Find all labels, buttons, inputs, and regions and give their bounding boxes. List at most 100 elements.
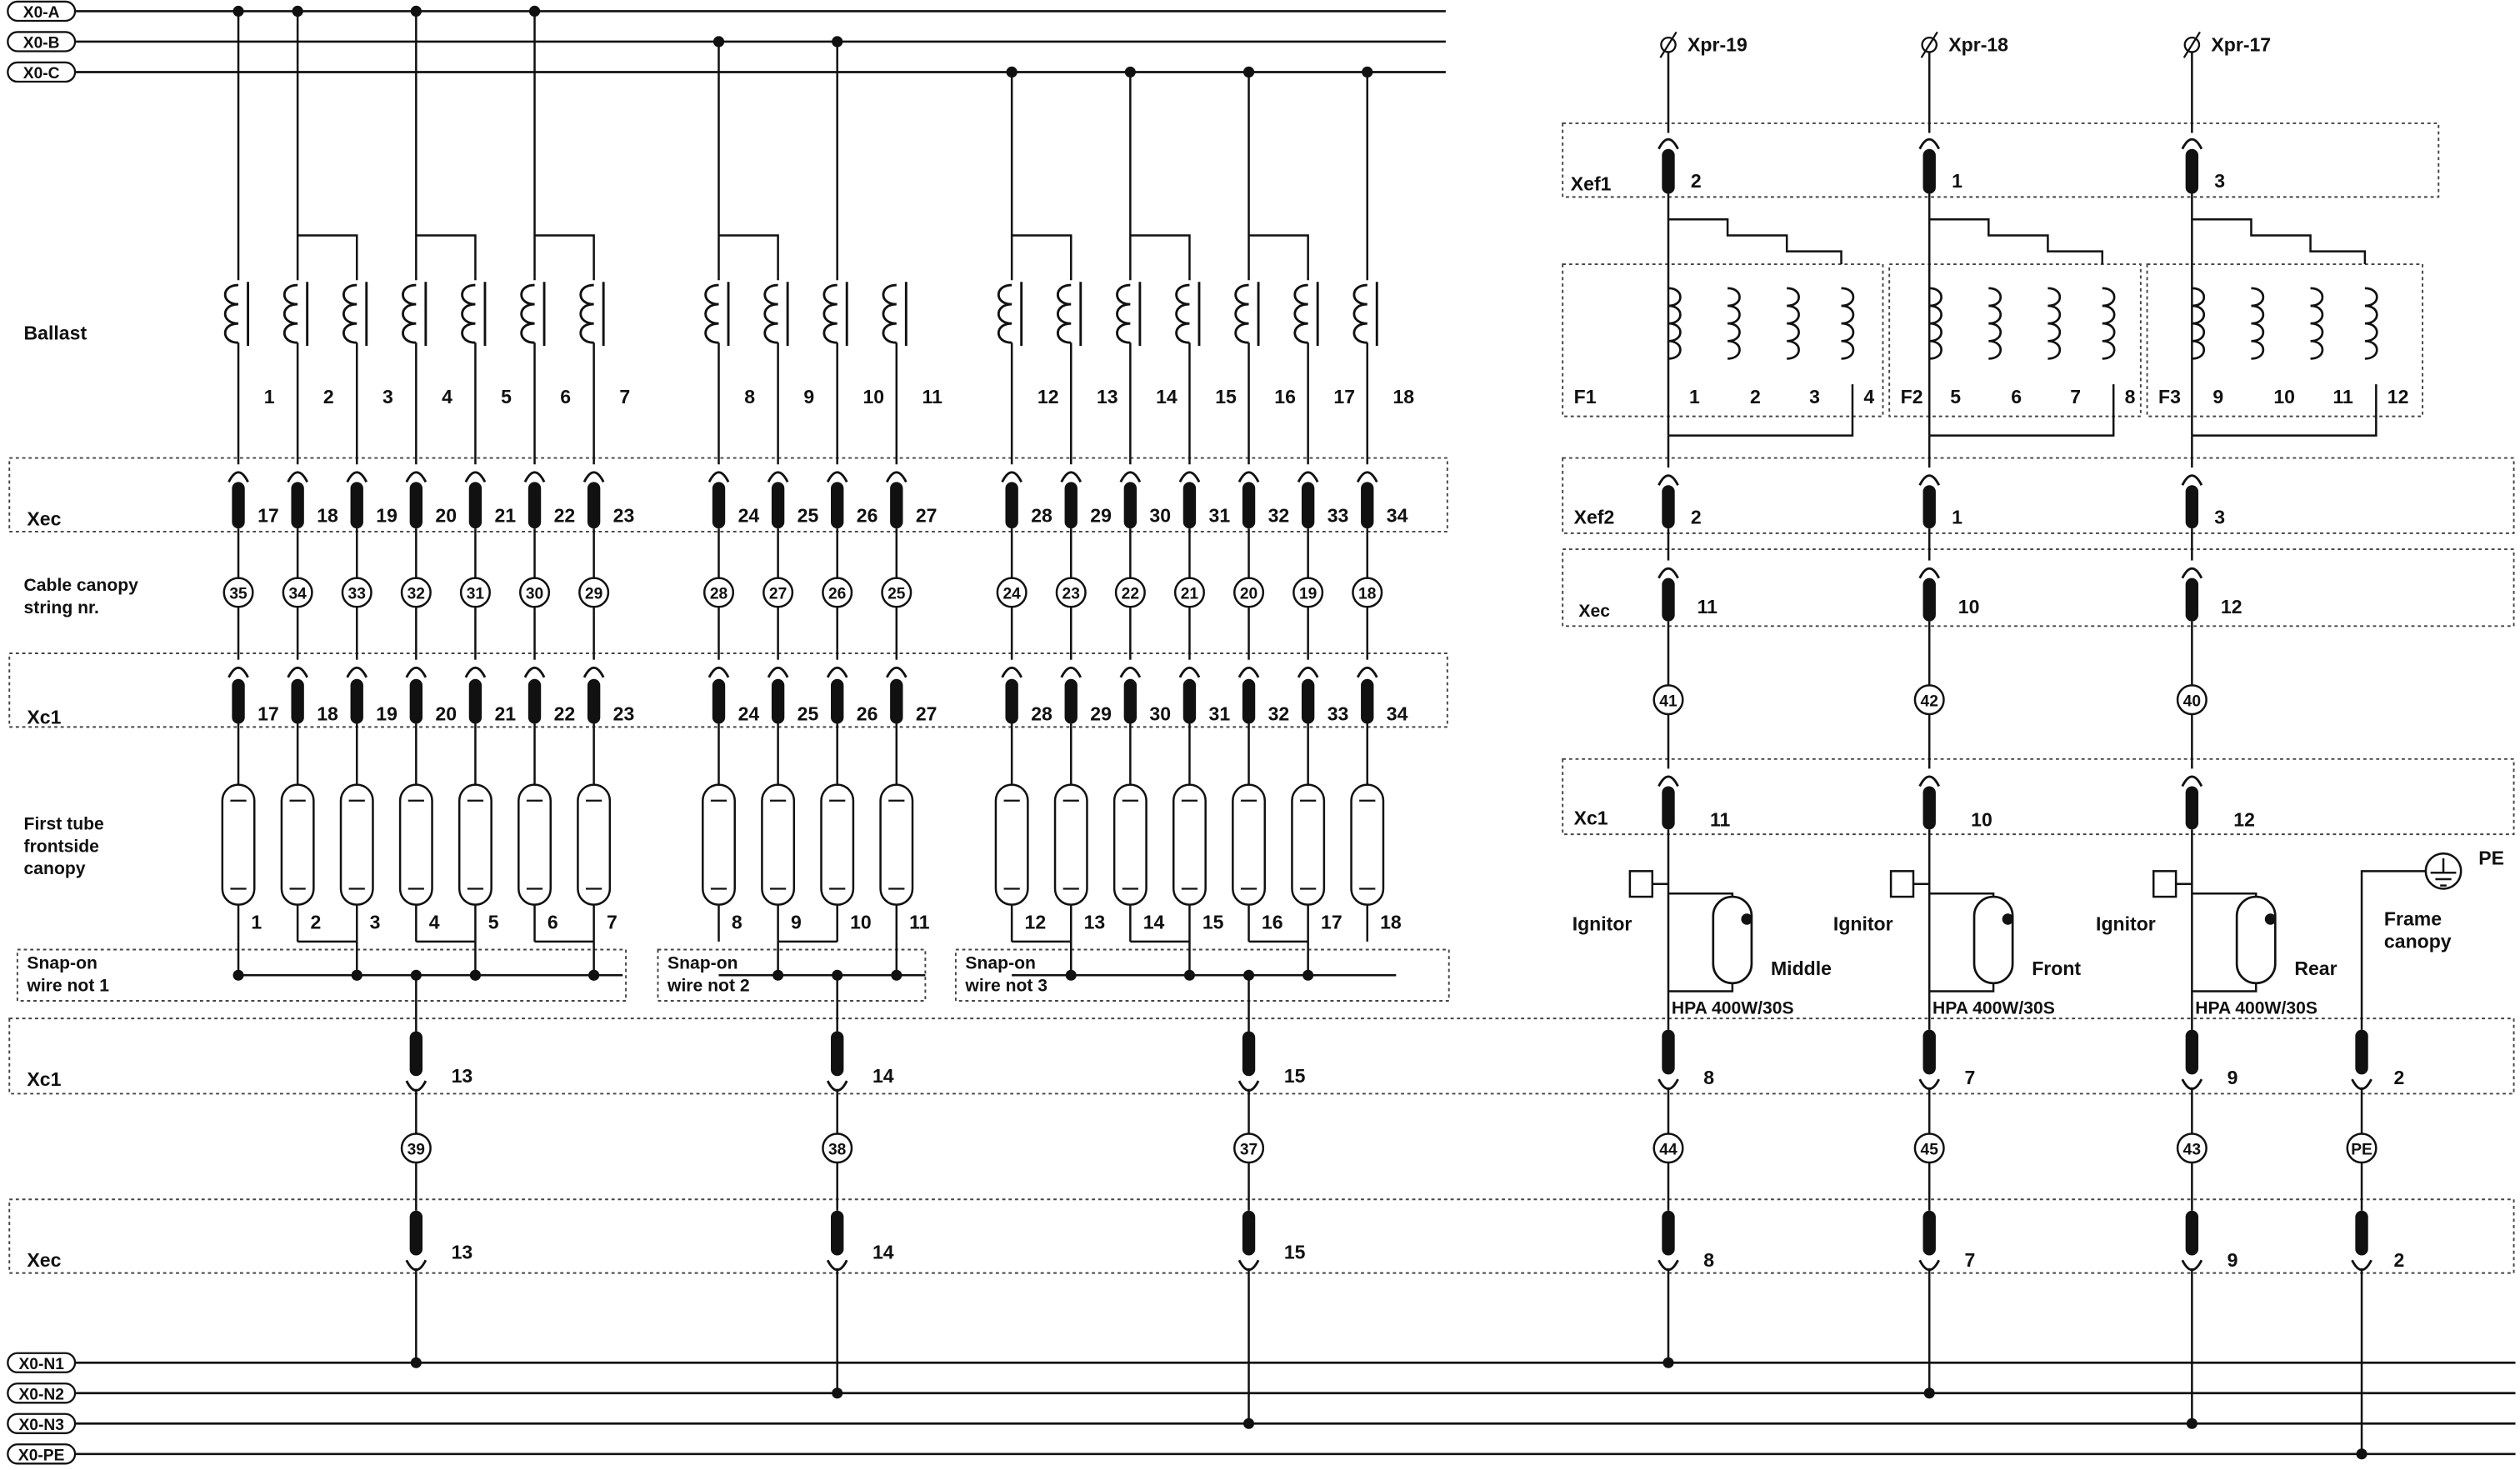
- tube-number: 2: [311, 912, 322, 933]
- tube-number: 18: [1380, 912, 1402, 933]
- ballast-number: 8: [744, 386, 755, 408]
- hid-lamp: [2235, 895, 2277, 985]
- socket-arc: [287, 666, 308, 678]
- xec-terminal-number: 7: [1964, 1249, 1975, 1271]
- wire-number-circle: [459, 577, 491, 608]
- wire-number-circle: [400, 1132, 432, 1164]
- xc1-terminal-number: 27: [916, 703, 938, 725]
- fuse-coil: [1841, 287, 1855, 360]
- socket-arc: [826, 666, 848, 678]
- row-label-tube: First tube: [24, 814, 104, 833]
- xec-terminal-number: 11: [1698, 596, 1718, 618]
- ballast-number: 11: [922, 386, 943, 408]
- terminal-pin: [2355, 1029, 2368, 1075]
- terminal-pin: [2185, 786, 2199, 830]
- row-label-xef1: Xef1: [1571, 173, 1612, 195]
- fuse-number: 5: [1950, 386, 1961, 408]
- ballast-pair-link: [718, 234, 779, 281]
- row-label-xec: Xec: [1578, 602, 1610, 621]
- terminal-pin: [1005, 482, 1018, 529]
- bus-junction: [232, 5, 244, 17]
- bus-label: X0-C: [23, 65, 60, 82]
- terminal-pin: [2185, 1210, 2199, 1256]
- ballast-coil: [223, 283, 239, 344]
- bus-label-tag: [7, 1382, 77, 1404]
- bus-label: X0-B: [23, 35, 60, 52]
- socket-arc: [228, 666, 249, 678]
- row-label-tube: canopy: [24, 859, 86, 878]
- terminal-pin: [1301, 678, 1315, 724]
- socket-arc: [2351, 1078, 2372, 1091]
- socket-arc: [1918, 138, 1941, 150]
- socket-arc: [1356, 666, 1378, 678]
- wire-number: PE: [2351, 1141, 2372, 1158]
- terminal-pin: [350, 678, 363, 724]
- wire-number-circle: [2176, 684, 2208, 716]
- terminal-pin: [1361, 678, 1374, 724]
- xc1-terminal-number: 25: [798, 703, 819, 725]
- terminal-pin: [1361, 482, 1374, 529]
- xef1-terminal-number: 1: [1952, 170, 1962, 192]
- fluorescent-tube: [1053, 783, 1088, 906]
- wire-number-circle: [400, 577, 432, 608]
- wire-number-circle: [1233, 577, 1265, 608]
- xef1-terminal-number: 2: [1691, 170, 1702, 192]
- ballast-coil: [1293, 283, 1308, 344]
- xc1-terminal-number: 13: [452, 1065, 473, 1087]
- socket-arc: [2181, 1078, 2203, 1091]
- ballast-pair-link: [1248, 234, 1309, 281]
- row-label-xc1: Xc1: [1574, 808, 1608, 829]
- terminal-pin: [1662, 1029, 1675, 1075]
- terminal-pin: [1301, 482, 1315, 529]
- xc1-strip-bottom: [8, 1018, 2515, 1095]
- bus-label: X0-A: [23, 4, 60, 22]
- bus-label-tag: [7, 1443, 77, 1465]
- ballast-coil: [1234, 283, 1249, 344]
- ballast-number: 4: [442, 386, 452, 408]
- xef2-terminal-number: 2: [1691, 506, 1702, 528]
- ballast-number: 2: [323, 386, 334, 408]
- terminal-pin: [2355, 1210, 2368, 1256]
- socket-arc: [1356, 471, 1378, 483]
- fluorescent-tube: [1232, 783, 1267, 906]
- wire-number: 20: [1240, 586, 1258, 603]
- fluorescent-tube: [221, 783, 256, 906]
- fuse-coil: [1929, 287, 1942, 360]
- snap-junction: [588, 969, 600, 981]
- wire-number: 42: [1921, 692, 1938, 710]
- socket-arc: [1060, 471, 1082, 483]
- xc1-terminal-number: 24: [738, 703, 760, 725]
- terminal-pin: [1922, 148, 1936, 194]
- tube-number: 10: [850, 912, 872, 933]
- snap-junction: [1183, 969, 1195, 981]
- terminal-pin: [712, 678, 726, 724]
- terminal-pin: [771, 678, 785, 724]
- xc1-terminal-number: 31: [1209, 703, 1231, 725]
- socket-arc: [2351, 1259, 2372, 1272]
- xef2-terminal-number: 1: [1952, 506, 1962, 528]
- wire-number: 39: [408, 1141, 425, 1158]
- ignitor-label: Ignitor: [1833, 912, 1893, 934]
- xec-strip-right: [1562, 548, 2515, 628]
- fluorescent-tube: [1112, 783, 1148, 906]
- fluorescent-tube: [458, 783, 492, 906]
- xec-terminal-number: 13: [452, 1241, 473, 1262]
- fluorescent-tube: [1291, 783, 1326, 906]
- fluorescent-tube: [820, 783, 855, 906]
- terminal-pin: [1182, 482, 1197, 529]
- fuse-feed: [1929, 218, 2103, 265]
- fluorescent-tube: [577, 783, 612, 906]
- bus-junction: [1662, 1357, 1674, 1368]
- wire-number-circle: [996, 577, 1028, 608]
- fluorescent-tube: [702, 783, 736, 906]
- socket-arc: [885, 471, 908, 483]
- bus-junction: [1006, 66, 1018, 78]
- socket-arc: [405, 1080, 428, 1092]
- terminal-pin: [1123, 482, 1138, 529]
- tube-number: 6: [548, 912, 558, 933]
- xc1-terminal-number: 33: [1328, 703, 1349, 725]
- terminal-pin: [1922, 1029, 1936, 1075]
- xc1-terminal-number: 11: [1710, 809, 1731, 831]
- tube-number: 9: [791, 912, 802, 933]
- terminal-pin: [1242, 1031, 1256, 1077]
